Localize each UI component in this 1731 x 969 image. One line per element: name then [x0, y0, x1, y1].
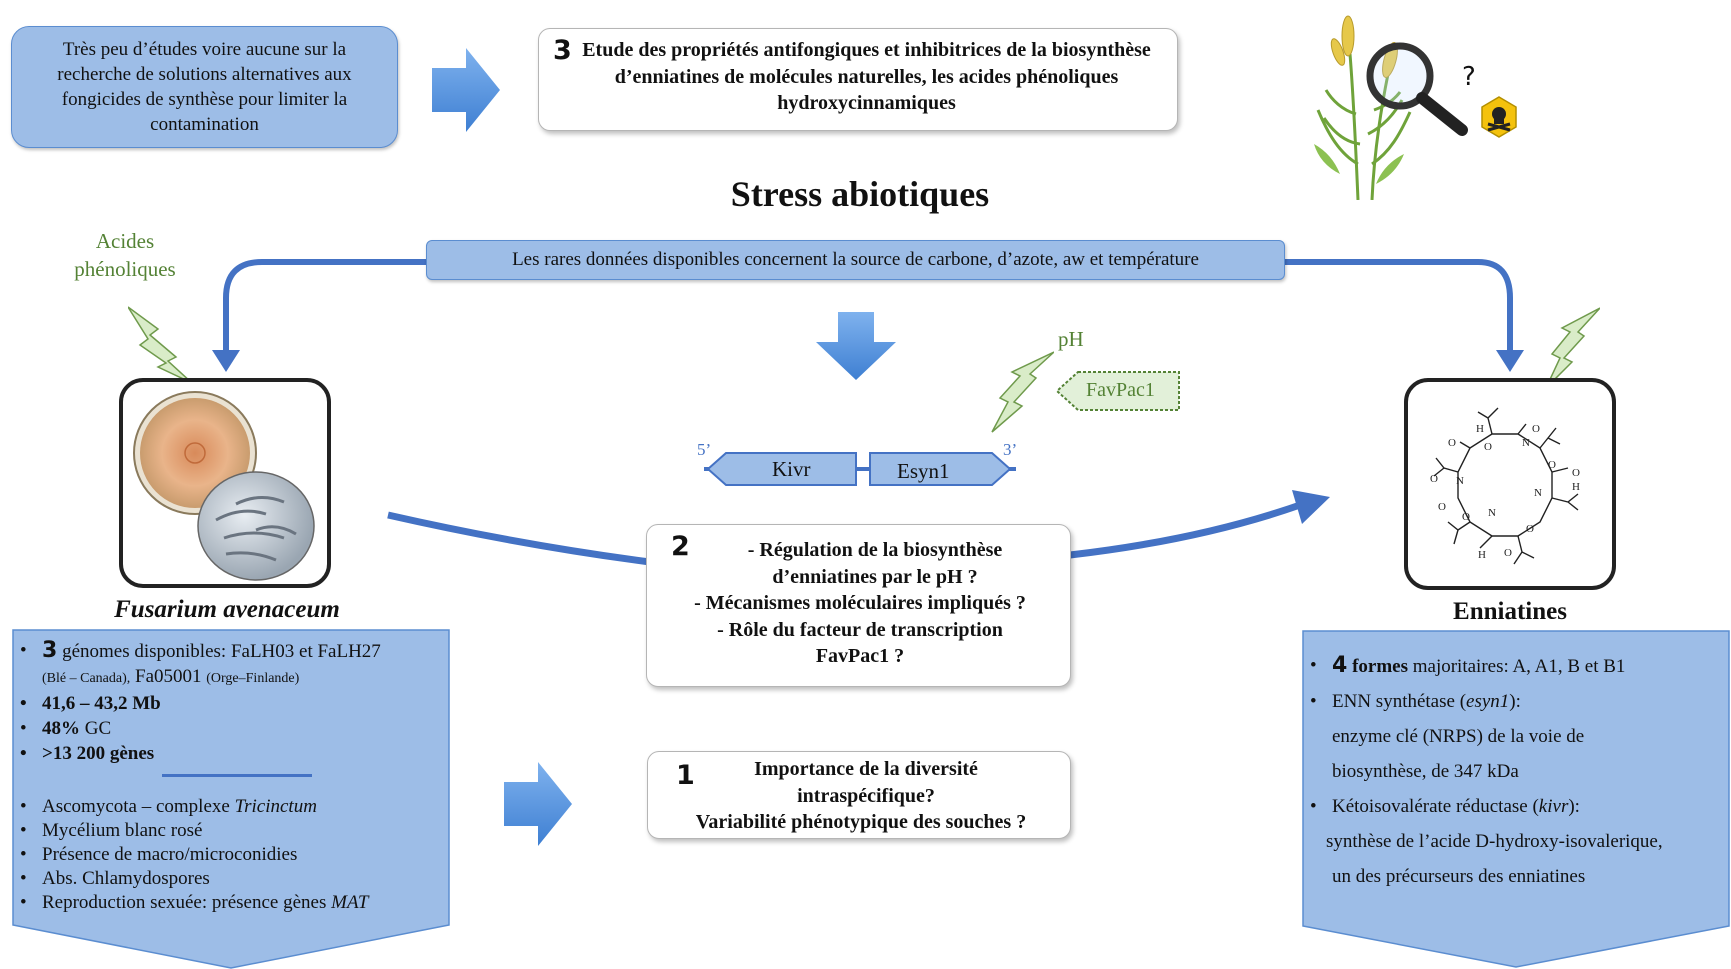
svg-text:N: N	[1534, 487, 1542, 499]
svg-text:O: O	[1438, 501, 1446, 513]
svg-text:O: O	[1572, 467, 1580, 479]
lightning-bolt-icon	[128, 306, 192, 384]
ph-label: pH	[1058, 327, 1084, 351]
five-prime-label: 5’	[697, 440, 712, 459]
arrow-down-icon	[816, 312, 896, 380]
axis-2-text: - Régulation de la biosynthèse d’enniati…	[694, 539, 1026, 667]
three-prime-label: 3’	[1003, 440, 1018, 459]
stress-title: Stress abiotiques	[730, 174, 990, 214]
fusarium-title: Fusarium avenaceum	[114, 596, 340, 623]
magnifier-icon	[1366, 42, 1468, 136]
axis-1-number: 1	[676, 760, 695, 791]
stress-data-text: Les rares données disponibles concernent…	[512, 249, 1199, 270]
svg-text:O: O	[1504, 547, 1512, 559]
enniatines-title: Enniatines	[1453, 598, 1567, 625]
lightning-bolt-icon	[991, 351, 1054, 433]
trait-item: Mycélium blanc rosé	[20, 819, 450, 843]
arrow-right-icon	[504, 762, 572, 846]
svg-text:O: O	[1532, 423, 1540, 435]
wheat-plant-icon	[1314, 15, 1412, 200]
svg-text:H: H	[1572, 481, 1580, 493]
research-axis-1-box: 1 Importance de la diversité intraspécif…	[647, 751, 1071, 839]
genome-count-item: 3 génomes disponibles: FaLH03 et FaLH27 …	[20, 638, 450, 691]
trait-item: Ascomycota – complexe Tricinctum	[20, 795, 450, 819]
research-axis-3-box: 3 Etude des propriétés antifongiques et …	[538, 28, 1178, 131]
favpac1-tag-text: FavPac1	[1086, 379, 1155, 401]
svg-text:O: O	[1448, 437, 1456, 449]
gene-count-item: >13 200 gènes	[20, 741, 450, 766]
svg-text:N: N	[1488, 507, 1496, 519]
fusarium-info-content: 3 génomes disponibles: FaLH03 et FaLH27 …	[12, 638, 450, 915]
svg-text:N: N	[1456, 475, 1464, 487]
arrow-right-icon	[432, 48, 500, 132]
gene-cluster-diagram	[704, 452, 1016, 486]
favpac1-tag: FavPac1	[1056, 371, 1180, 411]
gc-content-item: 48% GC	[20, 716, 450, 741]
fusarium-traits-list: Ascomycota – complexe Tricinctum Mycéliu…	[12, 795, 450, 915]
trait-item: Abs. Chlamydospores	[20, 867, 450, 891]
microconidia-image	[197, 471, 315, 581]
enniatines-list: 4 formes majoritaires: A, A1, B et B1 EN…	[1304, 648, 1728, 894]
fusarium-info-divider	[162, 774, 312, 777]
trait-item: Reproduction sexuée: présence gènes MAT	[20, 891, 450, 915]
enniatine-image-frame	[1404, 378, 1616, 590]
research-axis-2-box: 2 - Régulation de la biosynthèse d’ennia…	[646, 524, 1071, 687]
alternatives-context-box: Très peu d’études voire aucune sur la re…	[11, 26, 398, 148]
phenolic-acids-label: Acides phénoliques	[74, 229, 176, 281]
favpac1-tag-shape	[1056, 371, 1180, 411]
svg-text:O: O	[1526, 523, 1534, 535]
enniatine-molecule-structure: O O N O O N O H N O O H O O N O H	[1430, 407, 1580, 565]
svg-text:O: O	[1430, 473, 1438, 485]
svg-text:O: O	[1548, 459, 1556, 471]
genome-size-item: 41,6 – 43,2 Mb	[20, 691, 450, 716]
svg-text:H: H	[1478, 549, 1486, 561]
plant-question-mark: ?	[1462, 62, 1476, 92]
enn-synthetase-item: ENN synthétase (esyn1): enzyme clé (NRPS…	[1310, 684, 1728, 789]
svg-text:O: O	[1462, 511, 1470, 523]
kivr-item: Kétoisovalérate réductase (kivr): synthè…	[1310, 789, 1728, 894]
major-forms-item: 4 formes majoritaires: A, A1, B et B1	[1310, 648, 1728, 684]
svg-text:N: N	[1522, 437, 1530, 449]
esyn1-gene-label: Esyn1	[897, 459, 950, 483]
svg-text:H: H	[1476, 423, 1484, 435]
fusarium-genome-list: 3 génomes disponibles: FaLH03 et FaLH27 …	[12, 638, 450, 766]
stress-data-banner: Les rares données disponibles concernent…	[426, 240, 1285, 280]
axis-3-number: 3	[553, 35, 572, 66]
axis-2-number: 2	[671, 531, 690, 562]
enniatines-info-content: 4 formes majoritaires: A, A1, B et B1 EN…	[1304, 648, 1728, 894]
axis-1-text: Importance de la diversité intraspécifiq…	[695, 758, 1027, 833]
axis-3-text: Etude des propriétés antifongiques et in…	[582, 39, 1151, 114]
trait-item: Présence de macro/microconidies	[20, 843, 450, 867]
svg-text:O: O	[1484, 441, 1492, 453]
alternatives-context-text: Très peu d’études voire aucune sur la re…	[57, 39, 352, 135]
kivr-gene-label: Kivr	[772, 457, 811, 481]
toxic-hazard-icon	[1481, 96, 1517, 138]
